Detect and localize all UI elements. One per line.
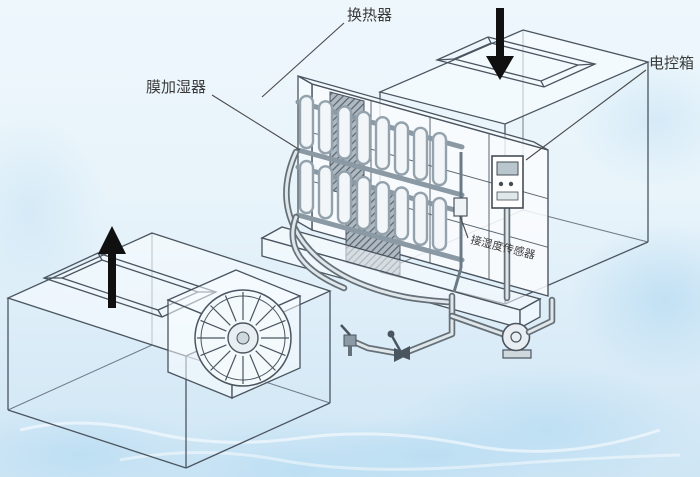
heat-exchanger-label: 换热器 (347, 7, 392, 24)
airflow-out-arrow (98, 226, 126, 308)
coil-bank-lower (295, 159, 465, 263)
leader-lines (211, 22, 647, 239)
leader-heat-exchanger (261, 22, 345, 98)
control-box (491, 155, 524, 302)
leader-humidity-sensor (459, 215, 469, 239)
fan-blades (197, 292, 289, 384)
pump (501, 296, 556, 359)
drain-faucet (340, 324, 357, 356)
membrane-humidifier-label: 膜加湿器 (146, 79, 206, 96)
leader-membrane-humidifier (211, 94, 301, 151)
airflow-in-arrow (486, 8, 514, 80)
water-texture-background (0, 55, 700, 477)
coil-bank-upper (295, 94, 465, 198)
control-box-label: 电控箱 (649, 55, 694, 72)
valve (387, 330, 410, 362)
fan (166, 269, 302, 399)
leader-control-box (525, 69, 647, 161)
piping (283, 148, 556, 362)
